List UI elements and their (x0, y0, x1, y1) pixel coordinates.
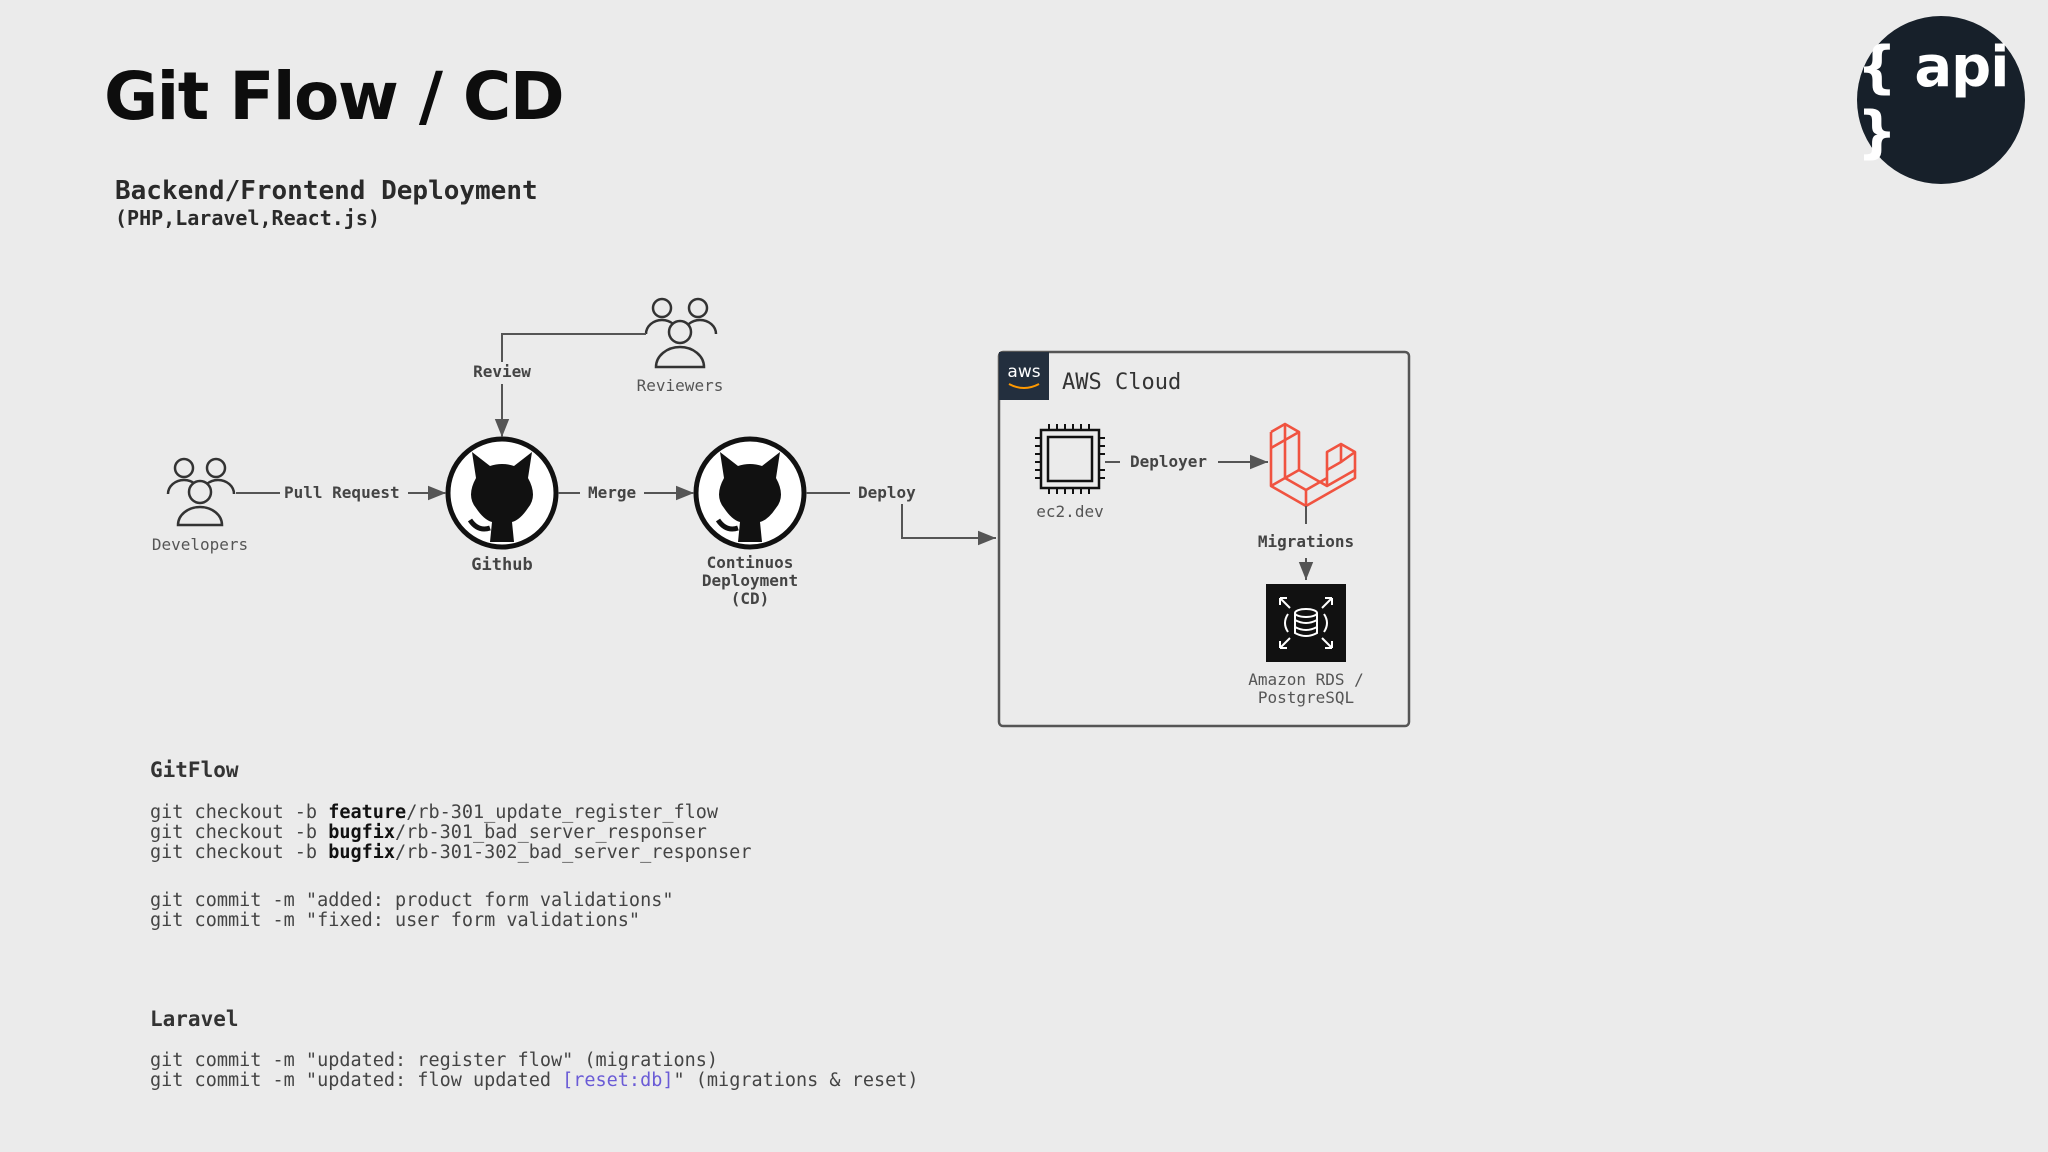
ec2-label: ec2.dev (1036, 502, 1103, 521)
code-line: git commit -m "added: product form valid… (150, 890, 674, 911)
cd-label-line1: Continuos (707, 553, 794, 572)
review-label: Review (473, 362, 531, 381)
gitflow-checkout-block: git checkout -b feature/rb-301_update_re… (150, 803, 751, 863)
aws-badge-text: aws (1007, 362, 1040, 382)
github-icon (445, 436, 559, 550)
code-line: git commit -m "fixed: user form validati… (150, 910, 641, 931)
edge-review (494, 333, 646, 437)
pull-request-label: Pull Request (284, 483, 400, 502)
slide-title: Git Flow / CD (104, 58, 565, 135)
laravel-commit-block: git commit -m "updated: register flow" (… (150, 1051, 919, 1091)
laravel-icon (1269, 422, 1357, 508)
aws-cloud-container (997, 350, 1411, 728)
cd-github-icon (693, 436, 807, 550)
diagram-heading: Backend/Frontend Deployment (115, 176, 538, 206)
code-line: git checkout -b bugfix/rb-301-302_bad_se… (150, 842, 752, 863)
code-line: git checkout -b bugfix/rb-301_bad_server… (150, 822, 707, 843)
diagram-subheading: (PHP,Laravel,React.js) (115, 206, 380, 230)
code-line: git commit -m "updated: flow updated [re… (150, 1070, 919, 1091)
gitflow-commit-block: git commit -m "added: product form valid… (150, 891, 673, 931)
developers-icon (166, 457, 236, 527)
reviewers-label: Reviewers (637, 376, 724, 395)
migrations-label: Migrations (1258, 532, 1354, 551)
reviewers-icon (644, 297, 718, 369)
gitflow-heading: GitFlow (150, 758, 239, 782)
edge-deploy (806, 492, 996, 546)
developers-label: Developers (152, 535, 248, 554)
api-logo: { api } (1857, 16, 2025, 184)
rds-database-icon (1266, 584, 1346, 662)
aws-cloud-label: AWS Cloud (1062, 370, 1181, 395)
code-line: git checkout -b feature/rb-301_update_re… (150, 802, 719, 823)
code-line: git commit -m "updated: register flow" (… (150, 1050, 719, 1071)
aws-smile-icon (1008, 383, 1040, 389)
cd-label-line3: (CD) (731, 589, 770, 608)
rds-label-line1: Amazon RDS / (1248, 670, 1364, 689)
laravel-heading: Laravel (150, 1007, 239, 1031)
deploy-label: Deploy (858, 483, 916, 502)
ec2-chip-icon (1035, 424, 1105, 494)
merge-label: Merge (588, 483, 636, 502)
rds-label-line2: PostgreSQL (1258, 688, 1354, 707)
github-label: Github (471, 555, 532, 575)
deployer-label: Deployer (1130, 452, 1207, 471)
cd-label-line2: Deployment (702, 571, 798, 590)
